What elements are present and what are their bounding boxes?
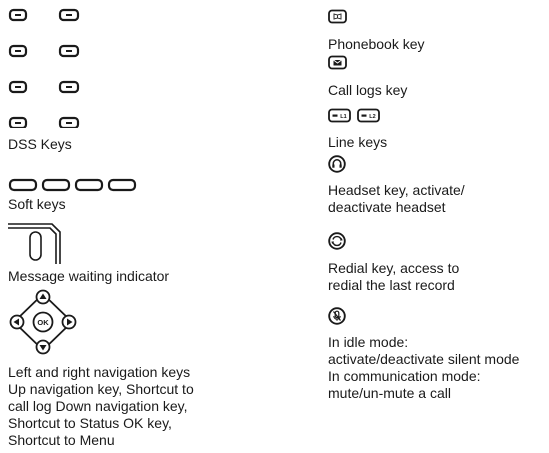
phonebook-key-icon <box>328 9 347 24</box>
headset-desc-line: Headset key, activate/ <box>328 182 465 198</box>
message-waiting-indicator-icon <box>8 223 61 264</box>
headset-key-icon <box>328 155 346 173</box>
navigation-keys-icon: OK <box>9 289 77 355</box>
call-logs-key-label: Call logs key <box>328 82 408 98</box>
headset-desc-line: deactivate headset <box>328 199 446 215</box>
soft-keys-label: Soft keys <box>8 196 66 212</box>
line-key-1-label: L1 <box>340 114 346 120</box>
call-logs-key-icon <box>328 55 347 70</box>
redial-desc-line: Redial key, access to <box>328 260 460 276</box>
redial-desc-line: redial the last record <box>328 277 455 293</box>
dss-keys-icon <box>8 8 80 128</box>
redial-key-icon <box>328 232 346 250</box>
soft-keys-icon <box>8 178 137 192</box>
nav-desc-line: Left and right navigation keys <box>8 364 191 380</box>
line-keys-icon: L1 L2 <box>328 108 380 123</box>
mute-key-icon <box>328 307 346 325</box>
redial-key-description: Redial key, access to redial the last re… <box>328 260 459 294</box>
mute-desc-line: In communication mode: <box>328 368 481 384</box>
mute-desc-line: mute/un-mute a call <box>328 385 451 401</box>
ok-key-label: OK <box>37 318 49 327</box>
nav-desc-line: Up navigation key, Shortcut to <box>8 381 194 397</box>
nav-desc-line: Shortcut to Menu <box>8 432 115 448</box>
headset-key-description: Headset key, activate/ deactivate headse… <box>328 182 465 216</box>
mute-desc-line: In idle mode: <box>328 334 409 350</box>
mute-desc-line: activate/deactivate silent mode <box>328 351 520 367</box>
mute-key-description: In idle mode: activate/deactivate silent… <box>328 334 519 402</box>
message-waiting-indicator-label: Message waiting indicator <box>8 268 170 284</box>
nav-desc-line: Shortcut to Status OK key, <box>8 415 172 431</box>
line-keys-label: Line keys <box>328 134 388 150</box>
navigation-keys-description: Left and right navigation keys Up naviga… <box>8 364 194 449</box>
phonebook-key-label: Phonebook key <box>328 36 425 52</box>
nav-desc-line: call log Down navigation key, <box>8 398 188 414</box>
dss-keys-label: DSS Keys <box>8 136 72 152</box>
line-key-2-label: L2 <box>369 114 375 120</box>
